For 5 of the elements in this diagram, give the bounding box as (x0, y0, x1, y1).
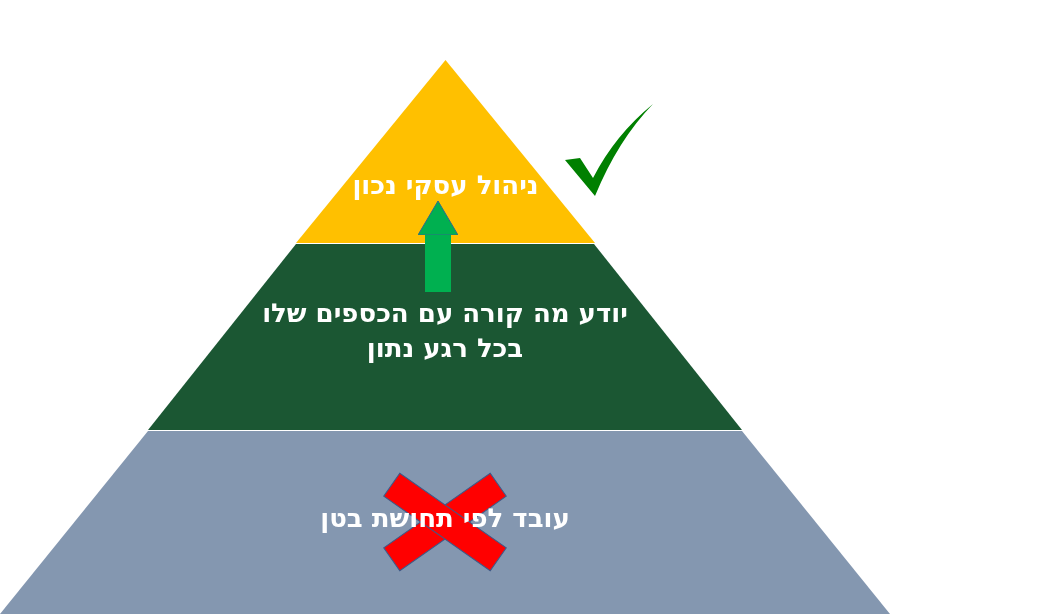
pyramid-tier (0, 431, 890, 614)
arrow (417, 200, 459, 292)
tier-label: יודע מה קורה עם הכספים שלו בכל רגע נתון (261, 297, 629, 366)
pyramid-tier (148, 244, 742, 430)
tier-label: ניהול עסקי נכון (351, 169, 540, 202)
